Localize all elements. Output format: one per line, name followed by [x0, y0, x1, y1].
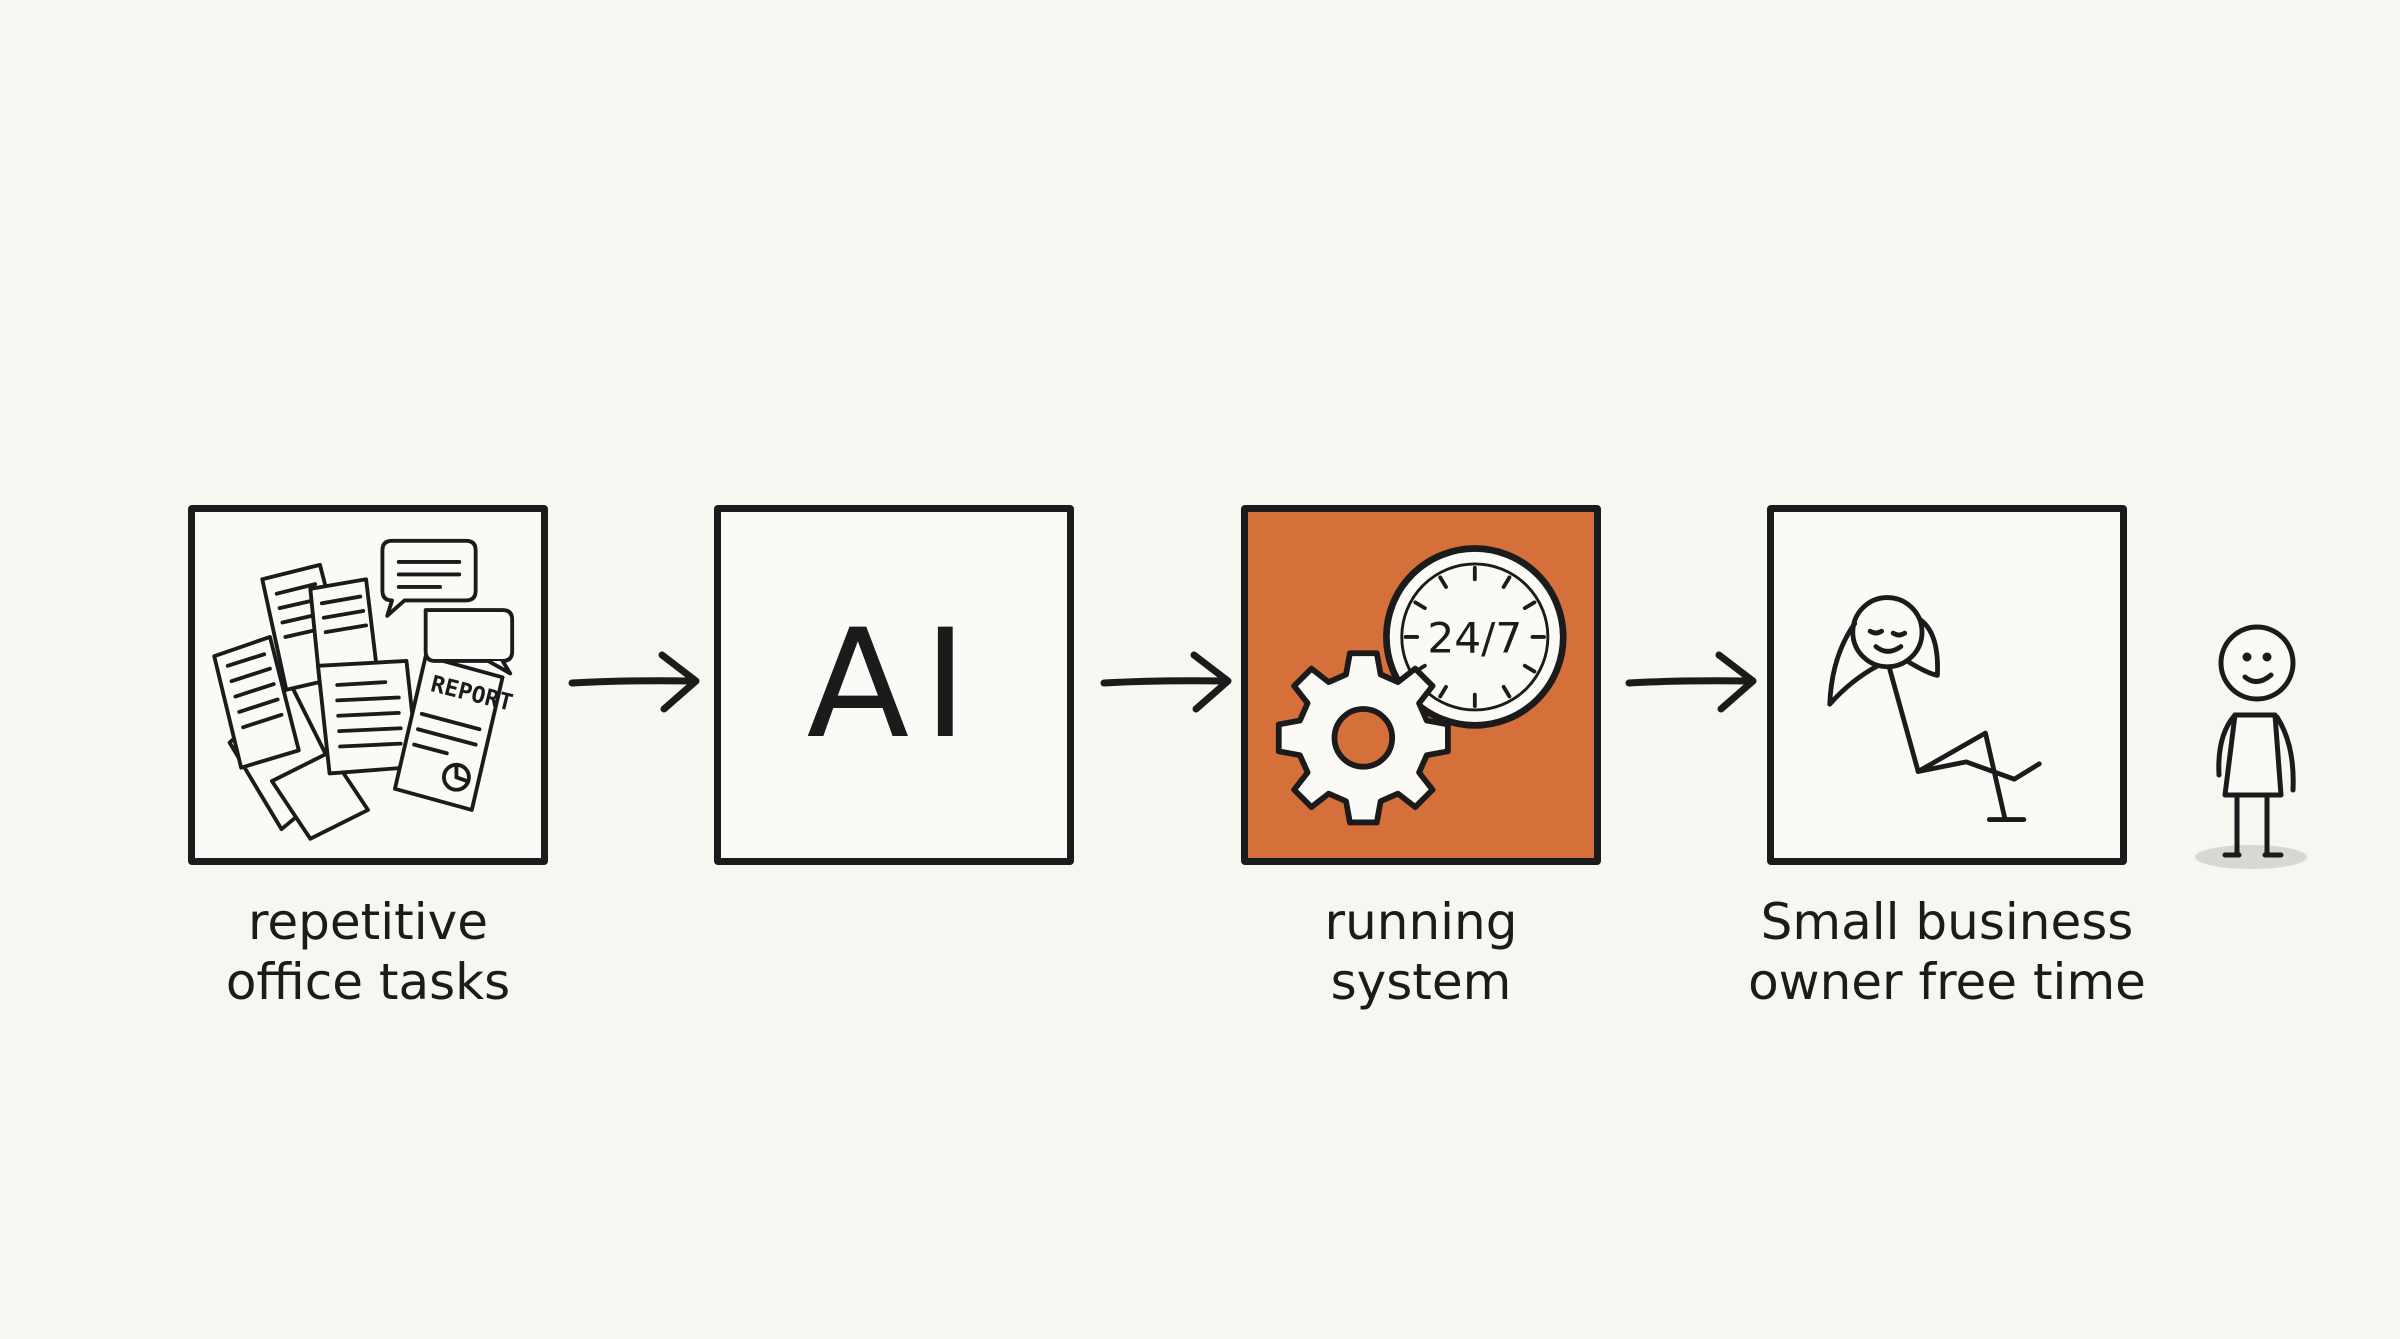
arrow-right-icon — [1625, 651, 1757, 713]
system-label: running system — [1324, 893, 1518, 1011]
arrow-right-icon — [568, 651, 700, 713]
tasks-label: repetitive office tasks — [225, 893, 511, 1011]
paper-pile-icon: REPORT — [212, 538, 515, 841]
free-time-label: Small business owner free time — [1748, 893, 2146, 1011]
arrow-right-icon — [1100, 651, 1232, 713]
system-box: 24/7 — [1241, 505, 1601, 865]
system-illustration: 24/7 — [1275, 545, 1567, 826]
free-time-box — [1767, 505, 2127, 865]
ai-text: AI — [806, 598, 982, 772]
tasks-box: REPORT — [188, 505, 548, 865]
ai-box: AI — [714, 505, 1074, 865]
gear-icon — [1275, 650, 1451, 826]
standing-person-icon — [2195, 624, 2307, 869]
relaxing-person-icon — [1827, 595, 2042, 822]
clock-text: 24/7 — [1427, 613, 1522, 662]
